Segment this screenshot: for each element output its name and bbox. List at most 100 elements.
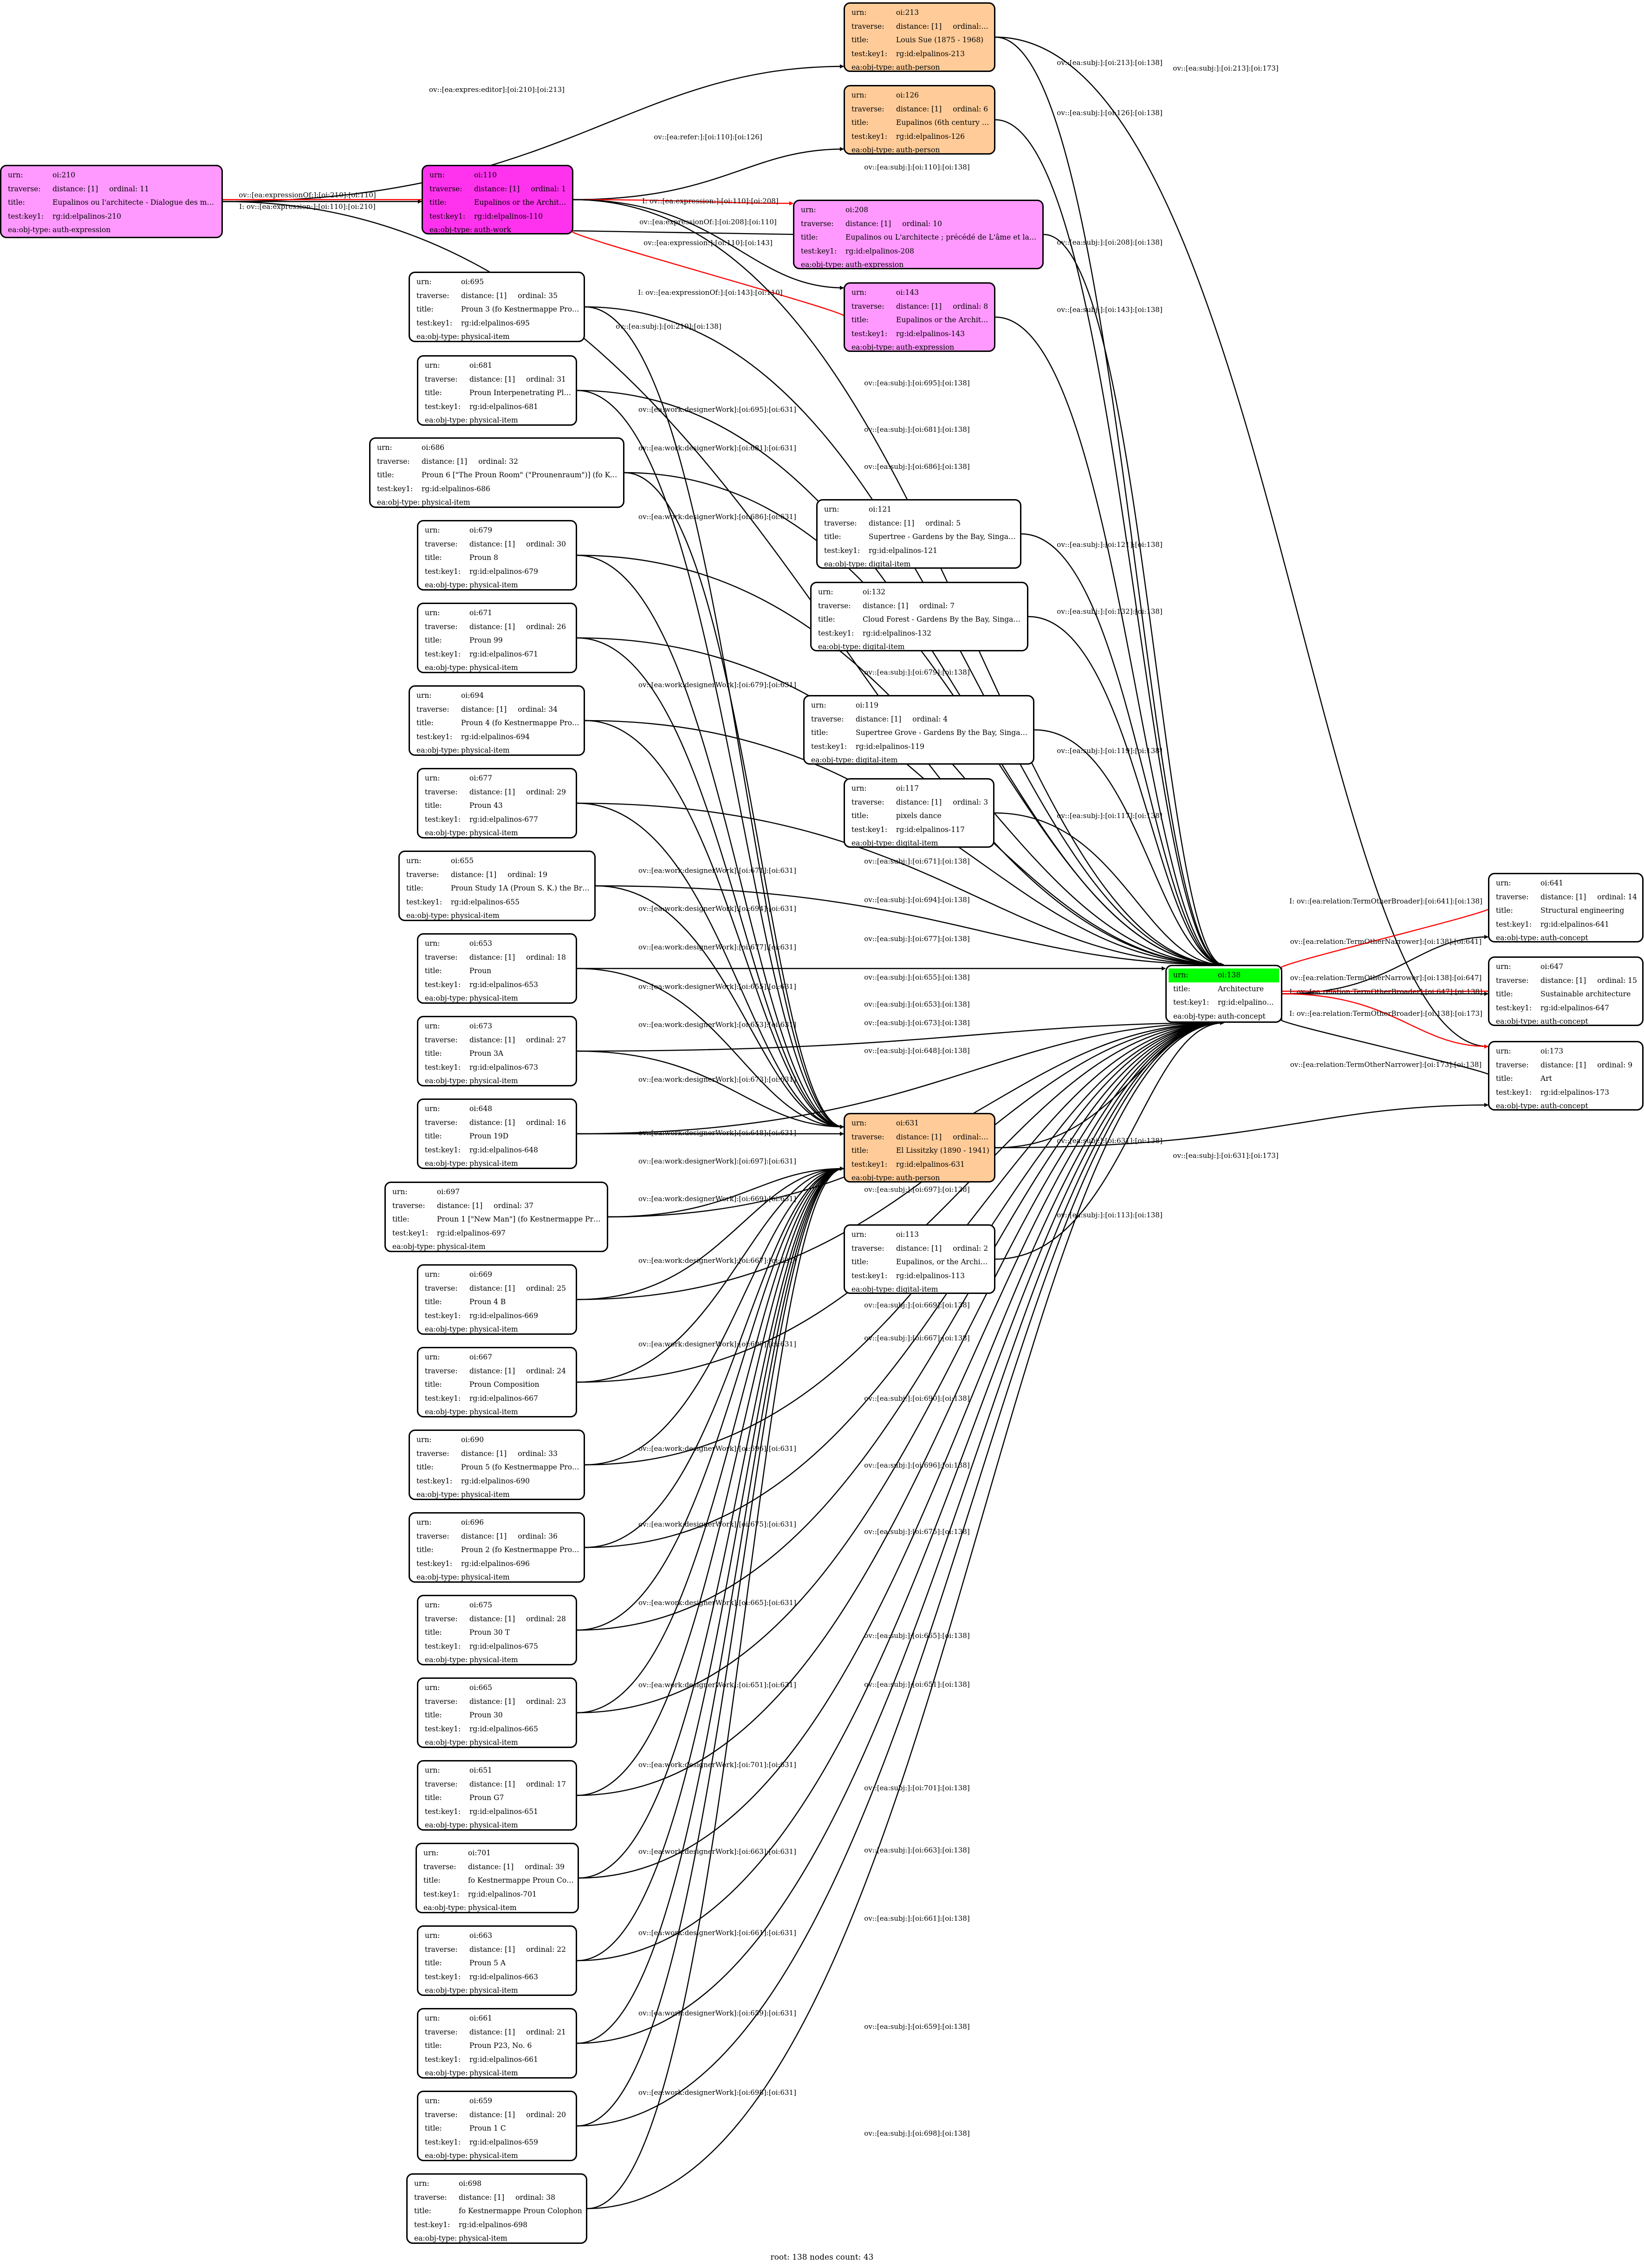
edge-oi210-oi138 [222,201,1224,967]
edge-oi661-oi631 [577,1166,844,2044]
edge-oi173-oi138 [1278,1017,1491,1077]
node-testkey: rg:id:elpalinos-126 [896,132,965,141]
edge-oi661-oi138 [577,1020,1224,2044]
edge-label: ov::[ea:work:designerWork]:[oi:681]:[oi:… [638,444,796,452]
node-ordinal: 28 [557,1614,566,1623]
node-distance: [1] [503,1862,514,1871]
edge-oi121-oi138 [1021,533,1224,967]
edge-label: ov::[ea:work:designerWork]:[oi:655]:[oi:… [638,982,796,991]
node-distance: [1] [881,219,891,228]
node-ordinal: 22 [557,1945,566,1954]
edge-label: ov::[ea:work:designerWork]:[oi:667]:[oi:… [638,1256,796,1265]
node-objtype: digital-item [856,756,898,764]
node-ordinal: 25 [557,1284,566,1293]
edge-oi631-oi173 [995,1103,1488,1149]
node-testkey: rg:id:elpalinos-681 [469,402,538,411]
node-title: Proun 4 (fo Kestnermappe Proun) [461,719,580,727]
node-testkey: rg:id:elpalinos-138 [1218,998,1277,1007]
node-ordinal: 34 [548,705,558,714]
edge-oi648-oi138 [577,1020,1224,1135]
node-title: El Lissitzky (1890 - 1941) [896,1146,989,1155]
node-testkey: rg:id:elpalinos-679 [469,567,538,576]
edge-oi667-oi138 [577,1020,1224,1383]
node-title: Proun 4 B [469,1298,506,1306]
edge-label: ov::[ea:work:designerWork]:[oi:701]:[oi:… [638,1761,796,1769]
node-urn: oi:648 [469,1105,493,1113]
node-ordinal: 35 [548,291,558,300]
node-urn: oi:208 [845,206,869,214]
node-urn: oi:126 [896,91,919,99]
node-title: Proun 5 (fo Kestnermappe Proun) [461,1463,580,1471]
node-urn: oi:110 [474,171,497,179]
node-urn: oi:695 [461,278,484,286]
edge-label: ov::[ea:relation:TermOtherNarrower]:[oi:… [1290,974,1482,982]
edge-label: ov::[ea:work:designerWork]:[oi:697]:[oi:… [638,1157,796,1165]
node-ordinal: 10 [933,219,942,228]
node-title: Proun 3A [469,1049,504,1058]
edge-oi641-oi138 [1278,907,1491,971]
node-distance: [1] [505,2028,515,2036]
node-title: Proun 5 A [469,1959,506,1967]
node-distance: [1] [1576,1060,1586,1069]
node-title: Sustainable architecture [1540,990,1631,998]
node-ordinal: 20 [557,2110,566,2119]
edge-label: ov::[ea:expressionOf:]:[oi:208]:[oi:110] [639,218,777,226]
node-testkey: rg:id:elpalinos-696 [461,1559,530,1568]
edge-label: ov::[ea:subj:]:[oi:119]:[oi:138] [1057,747,1162,755]
node-objtype: auth-work [474,226,512,234]
node-urn: oi:651 [469,1766,493,1774]
edge-oi694-oi631 [585,720,844,1129]
node-urn: oi:696 [461,1518,484,1527]
node-distance: [1] [505,787,515,796]
node-objtype: physical-item [469,581,518,589]
node-ordinal: 8 [983,302,988,311]
node-urn: oi:143 [896,288,919,297]
node-ordinal: 21 [557,2028,566,2036]
node-title: Eupalinos or the Architect [474,198,568,207]
node-title: Proun 8 [469,553,498,562]
edge-oi663-oi138 [577,1020,1224,1962]
edge-label: ov::[ea:work:designerWork]:[oi:669]:[oi:… [638,1195,796,1203]
node-title: Proun 30 T [469,1628,510,1637]
